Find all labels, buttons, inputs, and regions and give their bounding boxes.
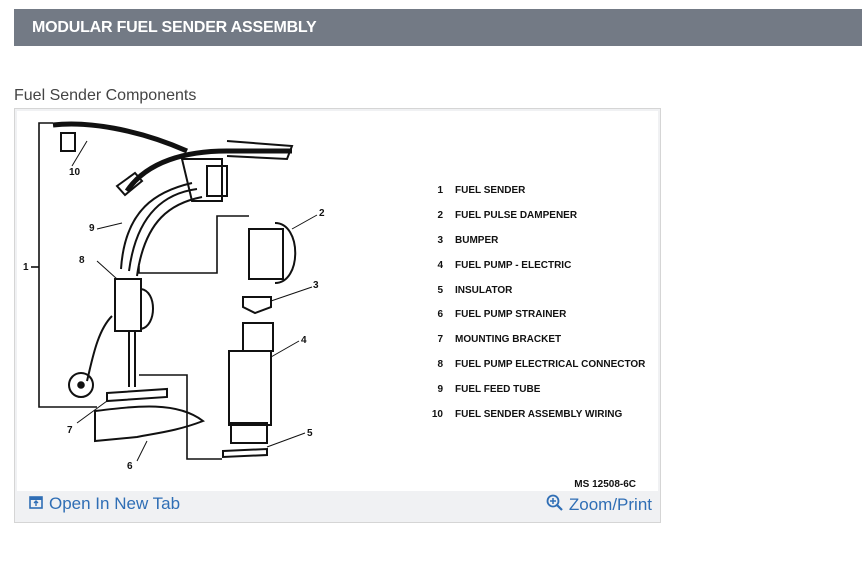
zoom-in-icon bbox=[546, 494, 563, 516]
callout-2: 2 bbox=[319, 208, 325, 219]
callout-1: 1 bbox=[23, 262, 29, 273]
fuel-sender-diagram: 1 2 3 4 5 6 7 8 9 10 bbox=[23, 121, 325, 472]
callout-7: 7 bbox=[67, 425, 73, 436]
callout-4: 4 bbox=[301, 335, 307, 346]
callout-6: 6 bbox=[127, 461, 133, 472]
header-bar: MODULAR FUEL SENDER ASSEMBLY bbox=[14, 9, 862, 46]
callout-5: 5 bbox=[307, 428, 313, 439]
callouts: 1 2 3 4 5 6 7 8 9 10 bbox=[23, 167, 325, 472]
open-in-new-tab-label: Open In New Tab bbox=[49, 494, 181, 513]
open-in-new-tab-link[interactable]: Open In New Tab bbox=[29, 494, 180, 514]
page-title: MODULAR FUEL SENDER ASSEMBLY bbox=[32, 19, 317, 36]
callout-10: 10 bbox=[69, 167, 81, 178]
open-in-new-tab-icon bbox=[29, 494, 43, 514]
figure-caption: Fuel Sender Components bbox=[14, 87, 197, 104]
callout-8: 8 bbox=[79, 255, 85, 266]
figure-code: MS 12508-6C bbox=[574, 479, 636, 490]
zoom-print-link[interactable]: Zoom/Print bbox=[546, 494, 652, 516]
callout-9: 9 bbox=[89, 223, 95, 234]
callout-3: 3 bbox=[313, 280, 319, 291]
zoom-print-label: Zoom/Print bbox=[568, 495, 652, 514]
